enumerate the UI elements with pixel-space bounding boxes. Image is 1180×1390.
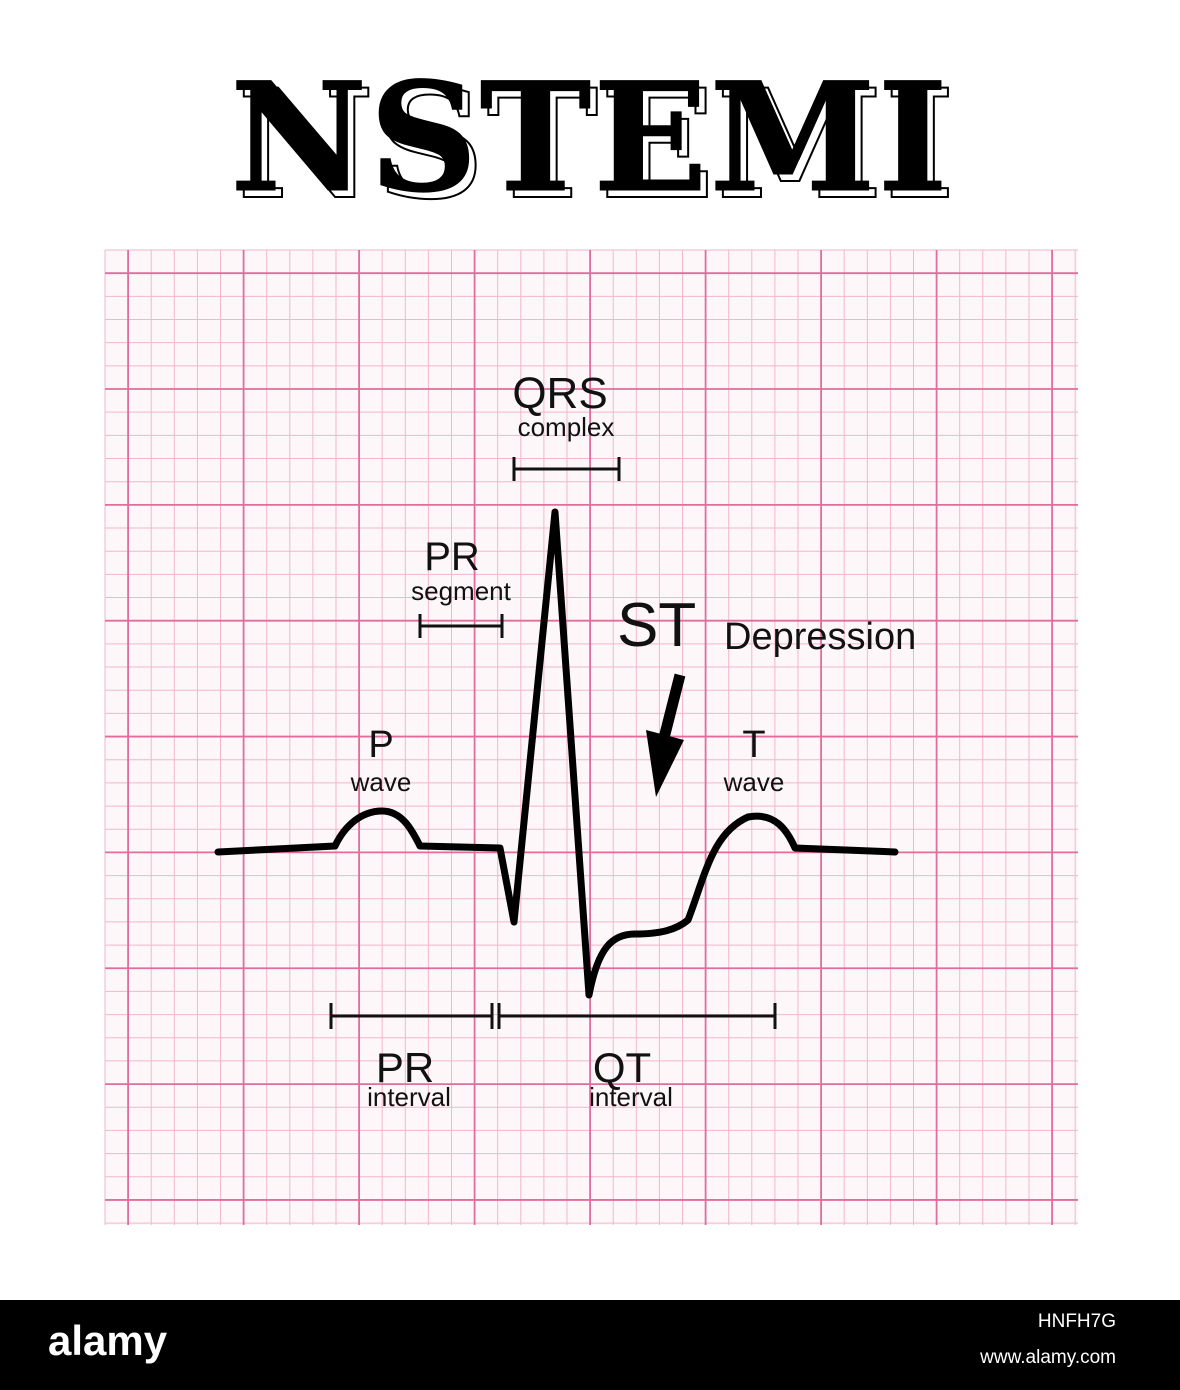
qt-interval-bracket — [497, 1003, 777, 1029]
ecg-diagram: QRS complex PR segment ST Depression P w… — [104, 249, 1078, 1225]
qt-interval-sublabel: interval — [589, 1082, 673, 1112]
pr-interval-label: PR — [376, 1044, 434, 1091]
pr-segment-label: PR — [424, 535, 480, 579]
image-id: HNFH7G — [1037, 1311, 1116, 1332]
footer-url[interactable]: www.alamy.com — [980, 1347, 1116, 1368]
qrs-label: QRS — [512, 369, 607, 418]
t-wave-sublabel: wave — [723, 767, 785, 797]
t-wave-label: T — [742, 724, 765, 766]
footer-bar: alamy HNFH7G www.alamy.com — [0, 1300, 1180, 1390]
pr-segment-bracket — [418, 614, 504, 638]
ecg-trace — [214, 508, 899, 999]
st-depression-label: Depression — [724, 616, 916, 658]
p-wave-sublabel: wave — [350, 767, 412, 797]
st-label: ST — [617, 591, 696, 660]
pr-interval-sublabel: interval — [367, 1082, 451, 1112]
diagram-title: NSTEMI NSTEMI — [0, 50, 1180, 227]
qrs-bracket — [512, 457, 621, 481]
ecg-grid-paper — [104, 249, 1078, 1225]
title-shadow: NSTEMI — [236, 57, 957, 233]
pr-segment-sublabel: segment — [411, 576, 511, 606]
p-wave-label: P — [368, 724, 393, 766]
st-depression-arrow — [646, 673, 686, 797]
title-text: NSTEMI — [230, 50, 950, 226]
grid-minor-lines — [104, 249, 1078, 1225]
pr-interval-bracket — [329, 1003, 494, 1029]
qt-interval-label: QT — [593, 1044, 651, 1091]
qrs-sublabel: complex — [518, 412, 615, 442]
brand-logo: alamy — [48, 1317, 168, 1364]
